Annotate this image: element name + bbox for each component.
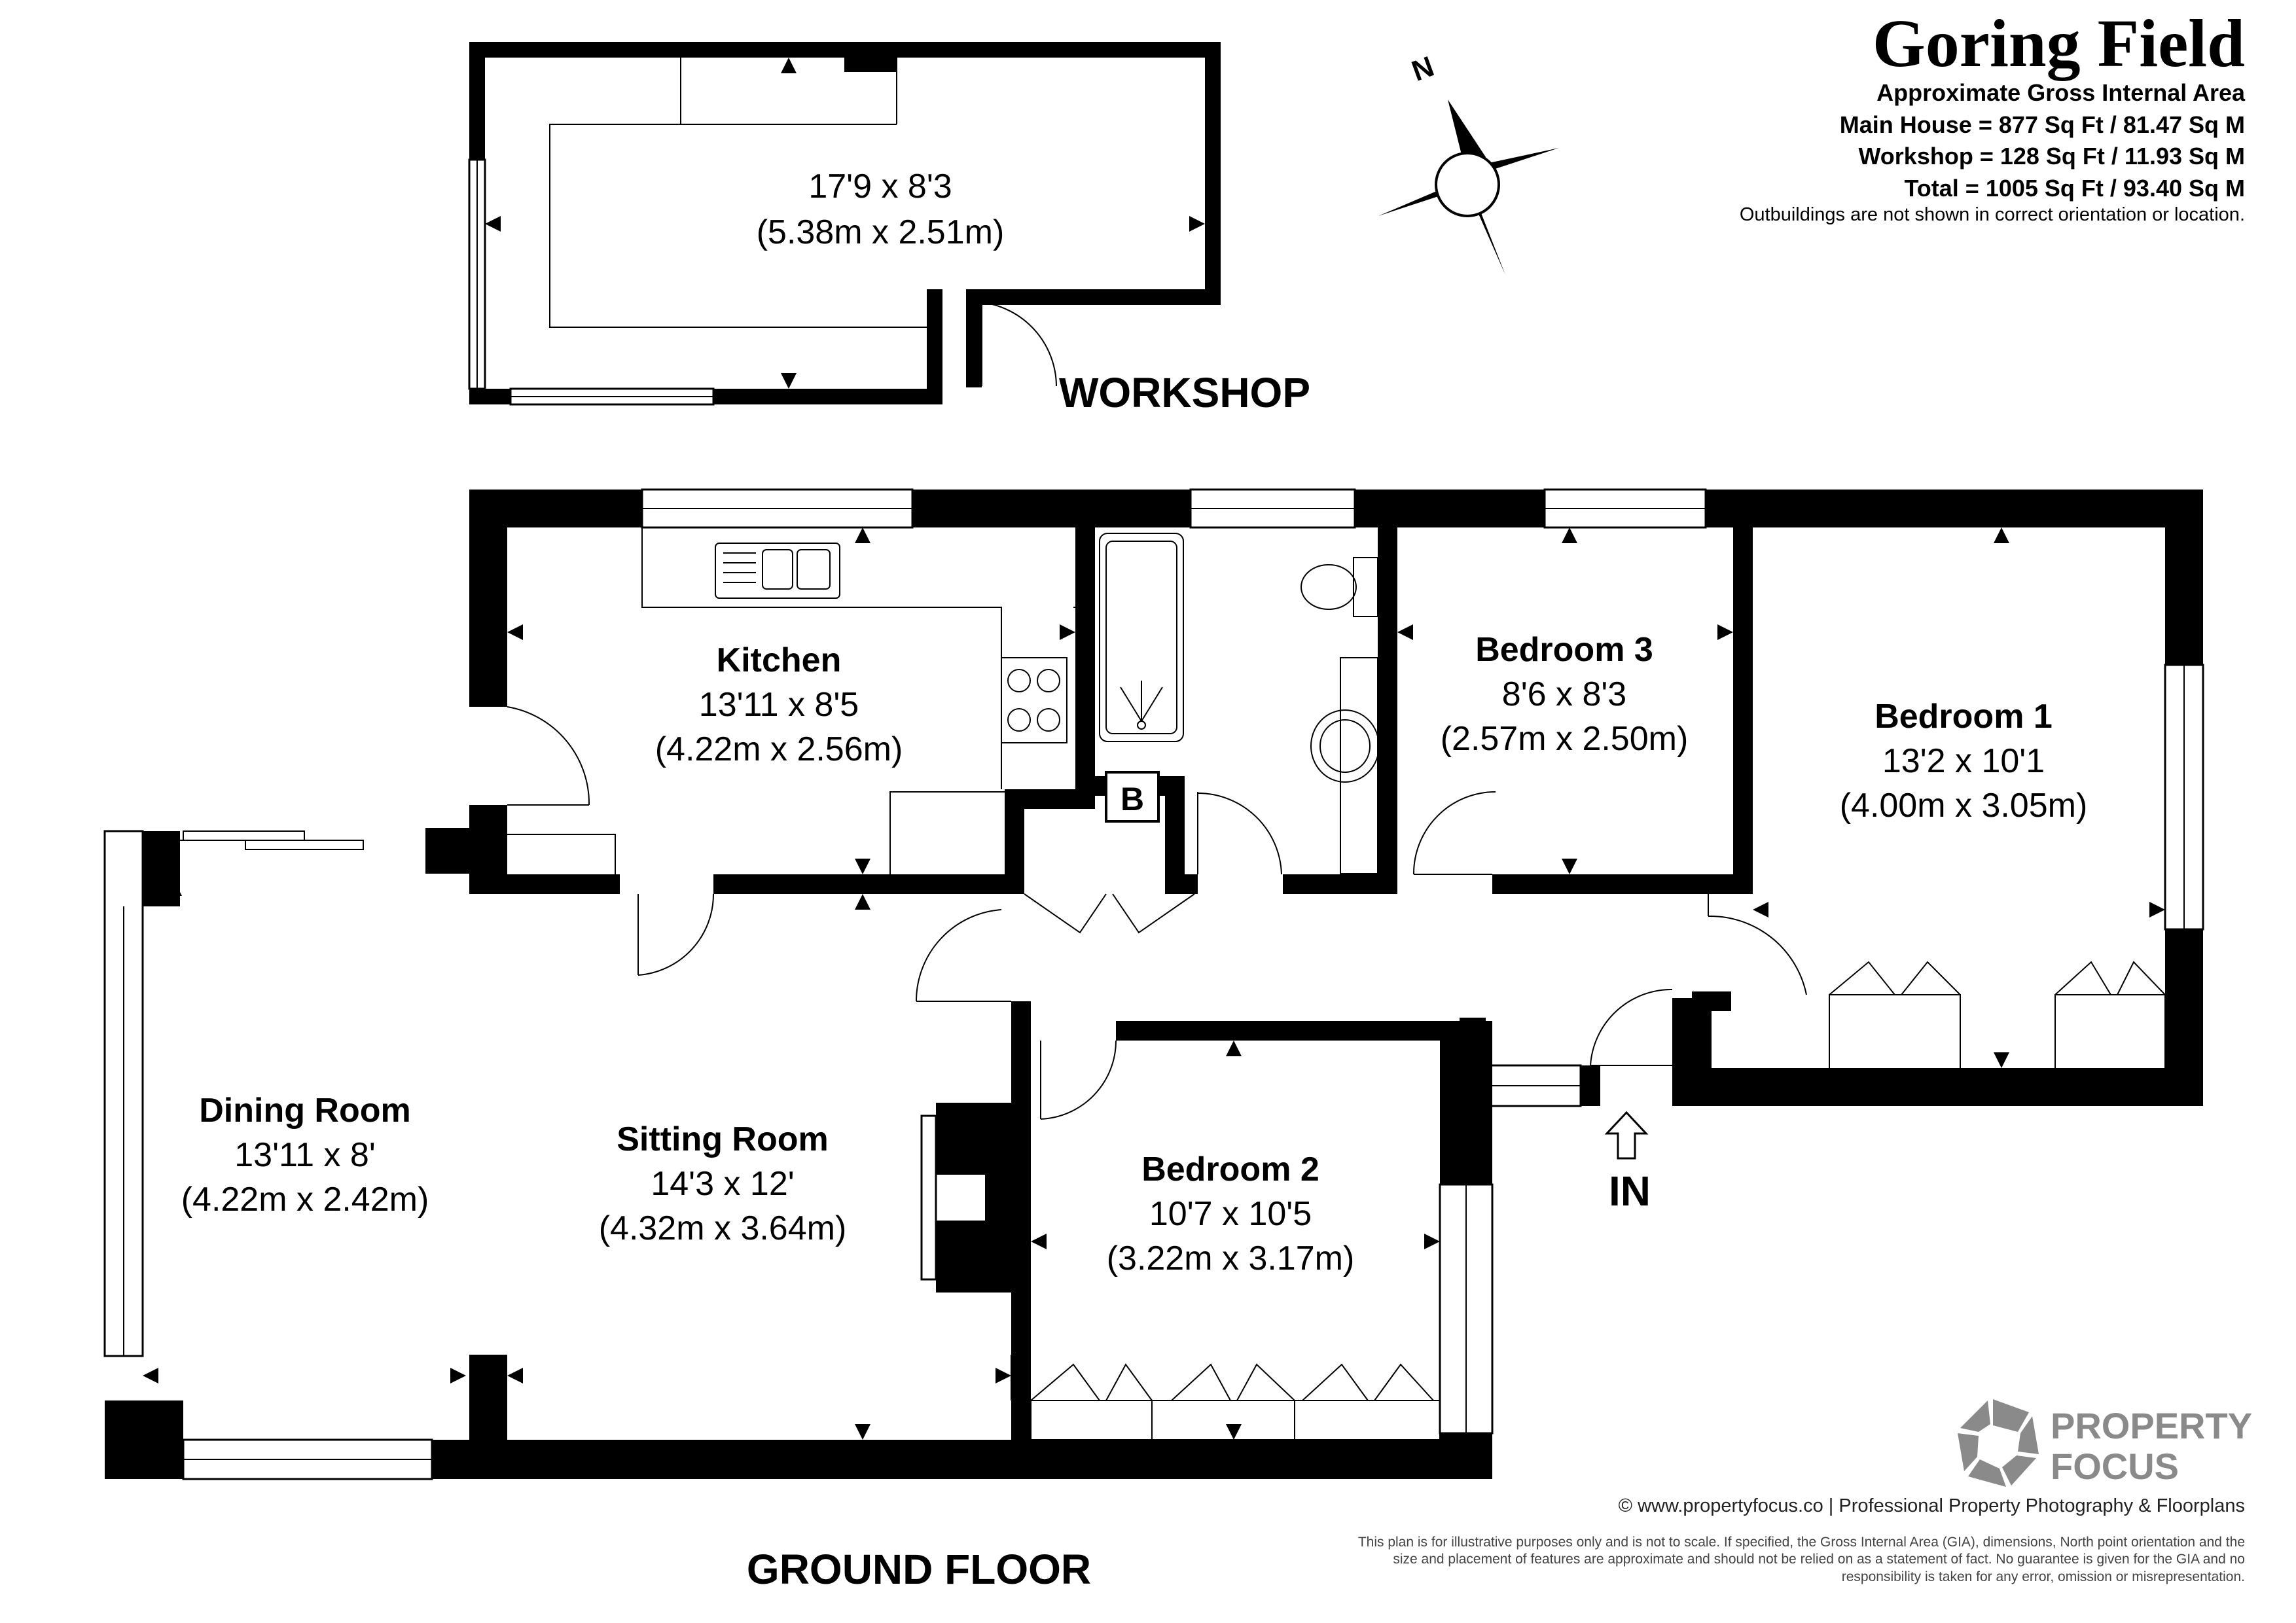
compass-north-label: N [1408, 50, 1439, 88]
north-arrow-compass [1378, 99, 1559, 275]
disclaimer-text: This plan is for illustrative purposes o… [1357, 1535, 2245, 1584]
sitting-name: Sitting Room [617, 1120, 829, 1158]
entrance-label: IN [1609, 1168, 1651, 1215]
bedroom1-name: Bedroom 1 [1874, 698, 2053, 736]
doors [507, 706, 1807, 1120]
boiler-label: B [1121, 781, 1144, 817]
logo-line1: PROPERTY [2051, 1405, 2252, 1446]
copyright-text: © www.propertyfocus.co | Professional Pr… [1618, 1495, 2245, 1516]
bedroom1-dim-imperial: 13'2 x 10'1 [1882, 742, 2045, 780]
kitchen-dim-metric: (4.22m x 2.56m) [655, 730, 903, 768]
fixtures [507, 527, 2166, 1440]
aperture-icon: PROPERTY FOCUS [1958, 1399, 2252, 1487]
dimension-arrows [143, 527, 2165, 1440]
bedroom2-dim-metric: (3.22m x 3.17m) [1107, 1240, 1355, 1277]
property-title: Goring Field [1872, 6, 2245, 81]
footer: © www.propertyfocus.co | Professional Pr… [1342, 1495, 2245, 1586]
workshop-plan [468, 42, 1221, 406]
logo-line2: FOCUS [2051, 1446, 2179, 1487]
area-workshop: Workshop = 128 Sq Ft / 11.93 Sq M [1858, 143, 2245, 170]
dining-dim-metric: (4.22m x 2.42m) [181, 1181, 429, 1219]
bedroom3-dim-imperial: 8'6 x 8'3 [1502, 675, 1626, 713]
sitting-dim-imperial: 14'3 x 12' [651, 1165, 794, 1203]
area-main-house: Main House = 877 Sq Ft / 81.47 Sq M [1839, 111, 2245, 138]
workshop-dim-metric: (5.38m x 2.51m) [757, 213, 1005, 251]
property-focus-logo: PROPERTY FOCUS [1954, 1394, 2255, 1495]
sitting-dim-metric: (4.32m x 3.64m) [599, 1209, 847, 1247]
kitchen-dim-imperial: 13'11 x 8'5 [699, 686, 859, 724]
ground-floor-plan [103, 488, 2204, 1480]
workshop-label: WORKSHOP [1059, 369, 1310, 416]
entrance-arrow-icon [1604, 1111, 1649, 1160]
kitchen-name: Kitchen [717, 641, 842, 679]
dining-dim-imperial: 13'11 x 8' [234, 1136, 376, 1174]
bedroom2-name: Bedroom 2 [1141, 1150, 1319, 1188]
boiler-box [1105, 771, 1160, 823]
bedroom1-dim-metric: (4.00m x 3.05m) [1840, 787, 2088, 825]
workshop-dim-imperial: 17'9 x 8'3 [808, 168, 952, 205]
area-subtitle: Approximate Gross Internal Area [1876, 79, 2245, 106]
dining-name: Dining Room [199, 1092, 411, 1130]
area-total: Total = 1005 Sq Ft / 93.40 Sq M [1904, 174, 2245, 202]
outbuildings-note: Outbuildings are not shown in correct or… [1739, 204, 2245, 226]
ground-floor-label: GROUND FLOOR [747, 1546, 1091, 1593]
area-summary: Approximate Gross Internal Area Main Hou… [1740, 77, 2245, 226]
bedroom2-dim-imperial: 10'7 x 10'5 [1149, 1195, 1312, 1233]
bedroom3-dim-metric: (2.57m x 2.50m) [1441, 720, 1689, 758]
bedroom3-name: Bedroom 3 [1475, 631, 1653, 669]
